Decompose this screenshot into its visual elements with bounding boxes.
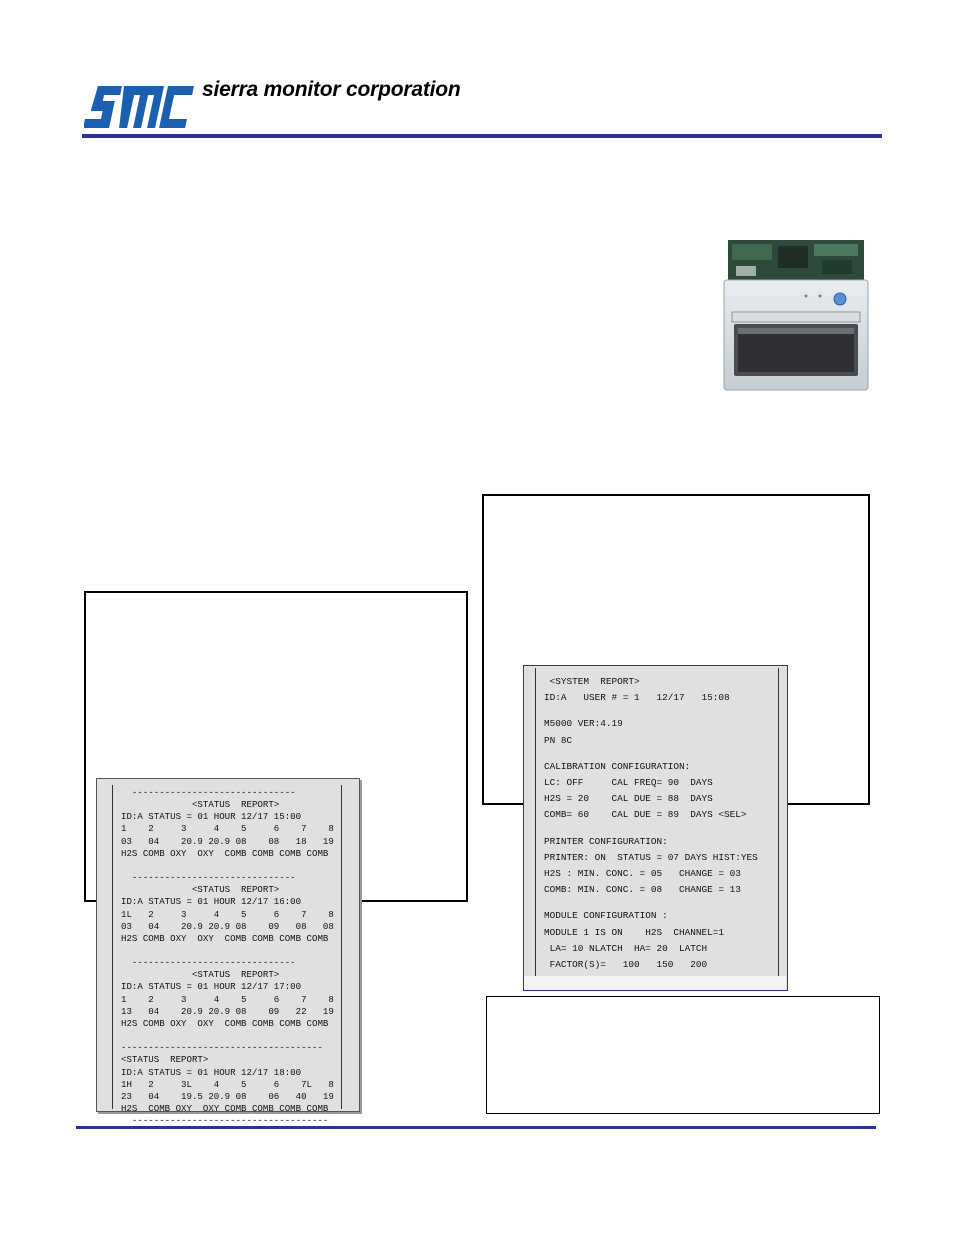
printout-line: PRINTER: ON STATUS = 07 DAYS HIST:YES xyxy=(544,851,758,863)
printout-line: MODULE 2 IS ON COMB CHANNEL=2 xyxy=(544,973,780,976)
printout-line: 03 04 20.9 20.9 08 08 18 19 xyxy=(121,835,334,847)
printout-line: H2S : MIN. CONC. = 05 CHANGE = 03 xyxy=(544,868,741,880)
printout-line: ------------------------------ xyxy=(121,872,296,884)
printout-line: ID:A STATUS = 01 HOUR 12/17 18:00 xyxy=(121,1066,302,1078)
printout-line: 13 04 20.9 20.9 08 09 22 19 xyxy=(121,1005,334,1017)
printout-line: <STATUS REPORT> xyxy=(121,799,280,811)
printout-line xyxy=(544,749,780,759)
printout-line: <STATUS REPORT> xyxy=(121,1054,209,1066)
footer-rule xyxy=(76,1126,876,1129)
printout-line: ------------------------------------ xyxy=(121,1115,329,1127)
printout-line: <STATUS REPORT> xyxy=(121,884,280,896)
printout-line: 1H 2 3L 4 5 6 7L 8 xyxy=(121,1078,334,1090)
printout-line: ID:A STATUS = 01 HOUR 12/17 15:00 xyxy=(121,811,302,823)
printout-line: <SYSTEM REPORT> xyxy=(544,676,640,687)
printout-line: 23 04 19.5 20.9 08 06 40 19 xyxy=(121,1090,334,1102)
printout-line: ------------------------------ xyxy=(121,787,296,798)
printout-line xyxy=(121,860,343,872)
printout-line: H2S COMB OXY OXY COMB COMB COMB COMB xyxy=(121,932,329,944)
company-name: sierra monitor corporation xyxy=(202,78,461,101)
printout-line: COMB: MIN. CONC. = 08 CHANGE = 13 xyxy=(544,884,741,896)
smc-logo xyxy=(84,86,194,128)
paper-edge-right xyxy=(778,668,779,978)
system-report-printout: <SYSTEM REPORT> ID:A USER # = 1 12/17 15:… xyxy=(523,665,788,991)
caption-frame xyxy=(486,996,880,1114)
printout-line: ------------------------------ xyxy=(121,957,296,969)
paper-edge-left xyxy=(112,785,113,1109)
printout-line: CALIBRATION CONFIGURATION: xyxy=(544,760,691,772)
printout-line: MODULE CONFIGURATION : xyxy=(544,910,668,922)
printout-line: ID:A USER # = 1 12/17 15:08 xyxy=(544,692,730,704)
printout-line: MODULE 1 IS ON H2S CHANNEL=1 xyxy=(544,926,725,938)
printout-line: H2S COMB OXY OXY COMB COMB COMB COMB xyxy=(121,847,329,859)
printout-line: H2S COMB OXY OXY COMB COMB COMB COMB xyxy=(121,1103,329,1115)
printout-line: 1 2 3 4 5 6 7 8 xyxy=(121,993,334,1005)
printout-line xyxy=(121,945,343,957)
header-rule xyxy=(82,134,882,138)
printout-line: 03 04 20.9 20.9 08 09 08 08 xyxy=(121,920,334,932)
printout-line: LC: OFF CAL FREQ= 90 DAYS xyxy=(544,777,713,789)
printout-line: M5000 VER:4.19 xyxy=(544,718,623,730)
printout-line: H2S = 20 CAL DUE = 88 DAYS xyxy=(544,793,713,805)
system-report-lines: <SYSTEM REPORT> ID:A USER # = 1 12/17 15:… xyxy=(544,674,780,976)
paper-tear xyxy=(524,976,786,990)
printout-line: PN 8C xyxy=(544,734,573,746)
printout-line xyxy=(544,824,780,834)
printout-line: PRINTER CONFIGURATION: xyxy=(544,835,668,847)
printout-line: 1 2 3 4 5 6 7 8 xyxy=(121,823,334,835)
paper-edge-left xyxy=(535,668,536,978)
status-report-printout: ------------------------------ <STATUS R… xyxy=(96,778,360,1126)
printout-line: ID:A STATUS = 01 HOUR 12/17 17:00 xyxy=(121,981,302,993)
panel-printer-photo xyxy=(723,240,869,391)
printout-line: LA= 10 NLATCH HA= 20 LATCH xyxy=(544,942,708,954)
printout-line: ID:A STATUS = 01 HOUR 12/17 16:00 xyxy=(121,896,302,908)
printout-line xyxy=(544,898,780,908)
printout-line: ------------------------------------- xyxy=(121,1042,323,1054)
printout-line: FACTOR(S)= 100 150 200 xyxy=(544,959,708,971)
printout-line: COMB= 60 CAL DUE = 89 DAYS <SEL> xyxy=(544,809,747,821)
printout-line xyxy=(121,1030,343,1042)
status-report-lines: ------------------------------ <STATUS R… xyxy=(121,787,343,1127)
printout-line xyxy=(544,706,780,716)
paper-edge-right xyxy=(341,785,342,1109)
printout-line: 1L 2 3 4 5 6 7 8 xyxy=(121,908,334,920)
printout-line: H2S COMB OXY OXY COMB COMB COMB COMB xyxy=(121,1017,329,1029)
printout-line: <STATUS REPORT> xyxy=(121,969,280,981)
